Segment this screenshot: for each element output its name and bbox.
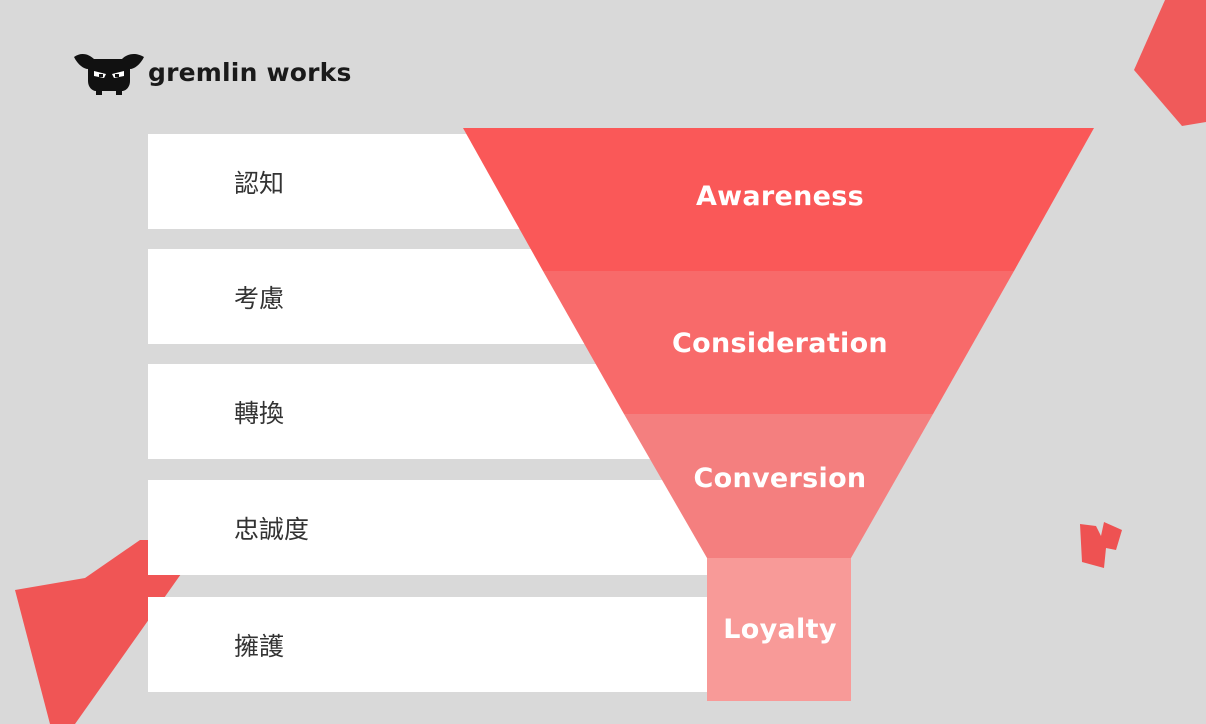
stage-label-jp: 轉換 [234, 398, 285, 428]
funnel-label-loyalty: Loyalty [723, 614, 837, 645]
brand-name: gremlin works [148, 57, 352, 87]
stage-card-advocacy: 擁護 [148, 597, 728, 692]
funnel-label-conversion: Conversion [693, 463, 867, 494]
funnel-segment-awareness [463, 128, 1094, 271]
funnel-label-consideration: Consideration [672, 328, 888, 359]
stage-label-jp: 擁護 [234, 631, 285, 661]
corner-shape-top-right [1134, 0, 1206, 126]
small-flag-shape [1080, 522, 1122, 568]
stage-label-jp: 認知 [234, 168, 285, 198]
brand-logo: gremlin works [72, 46, 352, 98]
funnel-segment-loyalty [707, 558, 851, 701]
funnel-segment-conversion [624, 414, 933, 558]
stage-card-loyalty-jp: 忠誠度 [148, 480, 728, 575]
gremlin-face-icon [74, 53, 144, 95]
stage-label-jp: 忠誠度 [234, 514, 310, 544]
corner-shape-bottom-left [15, 540, 205, 724]
funnel-label-awareness: Awareness [695, 181, 865, 212]
funnel-segment-consideration [543, 271, 1014, 414]
stage-label-jp: 考慮 [234, 283, 285, 313]
